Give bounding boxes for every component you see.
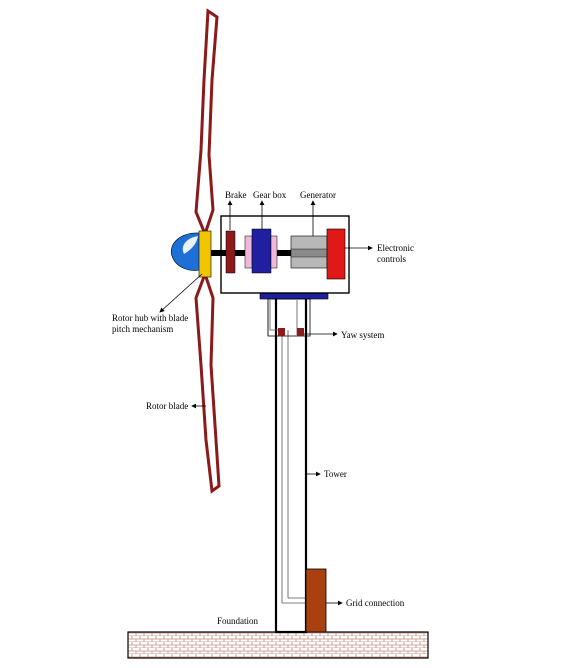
brake: [225, 230, 236, 274]
label-tower: Tower: [324, 469, 347, 479]
label-rotor-blade: Rotor blade: [146, 401, 188, 411]
grid-connection-box: [305, 568, 327, 633]
electronic-controls: [326, 228, 346, 280]
label-rotor-hub-2: pitch mechanism: [112, 324, 173, 334]
rotor-blade-upper: [194, 8, 219, 239]
tower: [274, 295, 308, 634]
yaw-drive-left: [278, 328, 285, 336]
label-electronic-controls-1: Electronic: [377, 243, 414, 253]
rotor-blade-lower: [194, 269, 221, 494]
nose-cone-highlight: [182, 236, 198, 254]
yaw-frame: [267, 298, 311, 337]
label-gearbox: Gear box: [253, 190, 287, 200]
label-rotor-hub-1: Rotor hub with blade: [112, 313, 188, 323]
label-generator: Generator: [300, 190, 336, 200]
label-grid-connection: Grid connection: [346, 598, 405, 608]
label-electronic-controls-2: controls: [377, 254, 406, 264]
gearbox-left-plate: [244, 235, 253, 269]
foundation: [127, 631, 429, 659]
label-yaw-system: Yaw system: [341, 330, 384, 340]
gearbox-right-plate: [270, 235, 278, 269]
gearbox: [251, 228, 272, 274]
generator-rotor: [290, 248, 328, 258]
label-brake: Brake: [225, 190, 247, 200]
hub-arrow: [159, 273, 203, 313]
rotor-hub: [198, 230, 212, 278]
label-foundation: Foundation: [217, 616, 259, 626]
yaw-drive-right: [297, 328, 304, 336]
